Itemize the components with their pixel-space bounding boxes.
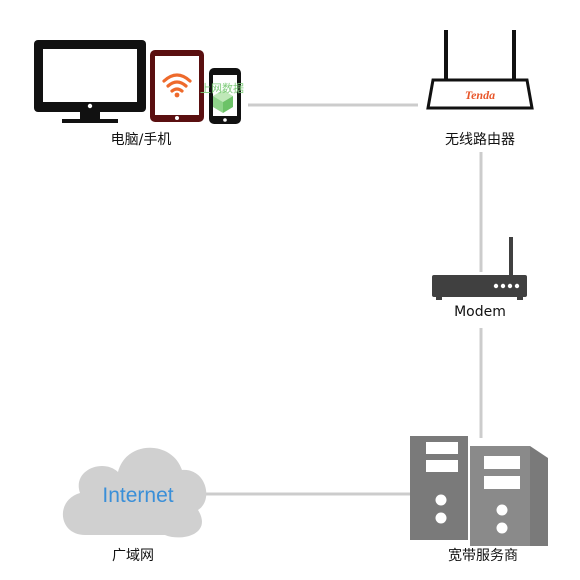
router-icon: Tenda xyxy=(426,30,534,110)
router-label: 无线路由器 xyxy=(445,132,515,148)
wan-label: 广域网 xyxy=(112,548,154,564)
connectors xyxy=(205,103,483,496)
modem-icon xyxy=(432,237,527,300)
tablet-icon xyxy=(150,50,204,122)
cloud-icon xyxy=(62,447,207,538)
data-cube-icon xyxy=(213,90,233,113)
isp-label: 宽带服务商 xyxy=(448,548,518,564)
modem-label: Modem xyxy=(454,304,506,320)
wifi-icon xyxy=(162,73,192,93)
monitor-icon xyxy=(34,40,146,123)
server-icon xyxy=(410,436,548,546)
internet-label: Internet xyxy=(102,484,174,507)
devices-label: 电脑/手机 xyxy=(110,132,172,148)
router-brand: Tenda xyxy=(465,88,495,102)
data-flow-label: 上网数据 xyxy=(200,82,244,95)
